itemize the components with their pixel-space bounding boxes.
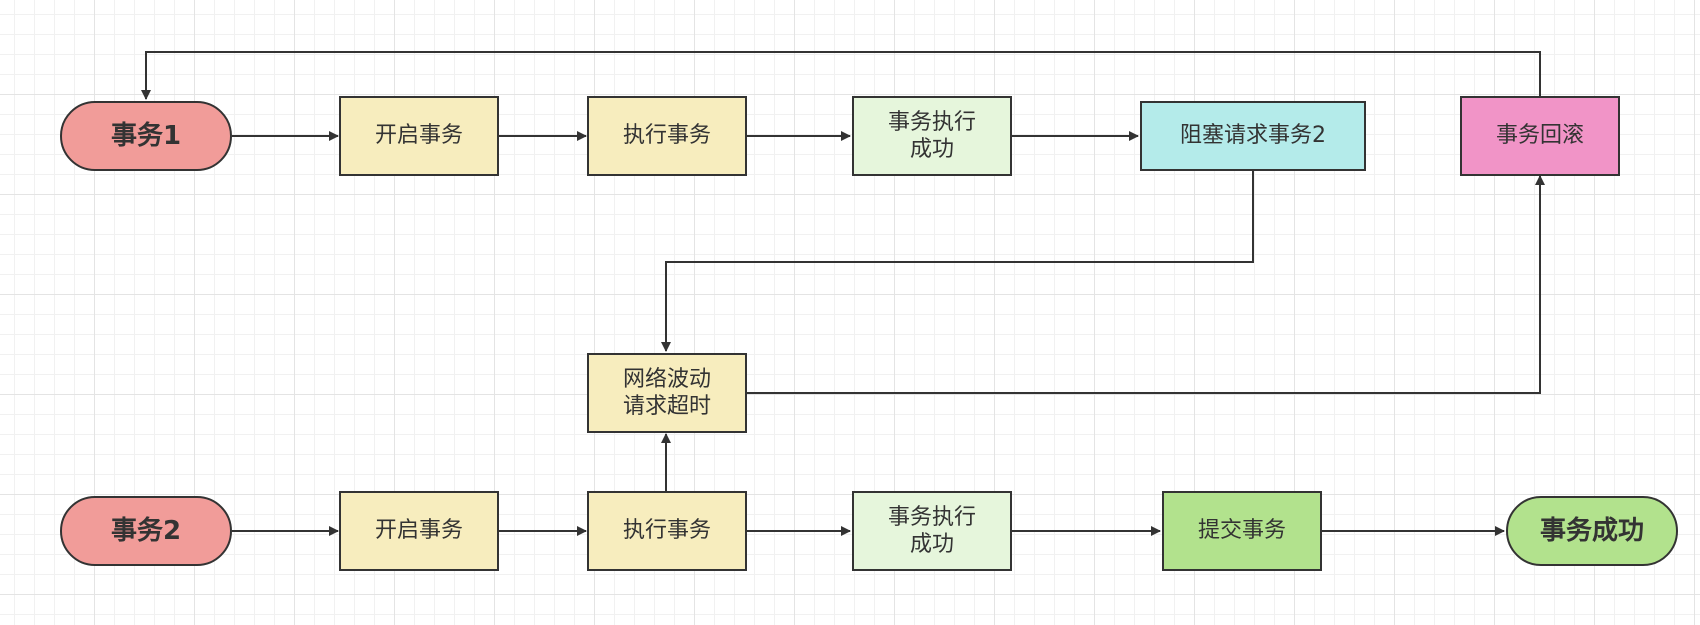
terminal-transaction-1: 事务1 (60, 101, 232, 171)
step-network-timeout: 网络波动 请求超时 (587, 353, 747, 433)
step-execute-transaction-2: 执行事务 (587, 491, 747, 571)
step-begin-transaction-2: 开启事务 (339, 491, 499, 571)
step-rollback-transaction: 事务回滚 (1460, 96, 1620, 176)
step-execute-transaction-1: 执行事务 (587, 96, 747, 176)
step-execute-success-1: 事务执行 成功 (852, 96, 1012, 176)
step-block-request-transaction-2: 阻塞请求事务2 (1140, 101, 1366, 171)
step-begin-transaction-1: 开启事务 (339, 96, 499, 176)
terminal-transaction-2: 事务2 (60, 496, 232, 566)
edge-rollback-to-tx1 (141, 51, 1541, 100)
terminal-transaction-success: 事务成功 (1506, 496, 1678, 566)
edge-block-to-timeout (661, 171, 1254, 352)
step-execute-success-2: 事务执行 成功 (852, 491, 1012, 571)
edge-timeout-to-rollback (746, 175, 1545, 394)
step-commit-transaction: 提交事务 (1162, 491, 1322, 571)
